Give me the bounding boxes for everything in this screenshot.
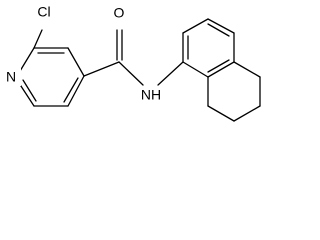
structure-canvas: Cl O N NH — [3, 3, 261, 122]
double-bond-c6-n1 — [22, 79, 37, 102]
bond-s3 — [233, 105, 261, 122]
benzene-ring — [182, 18, 235, 78]
bond-a5-a6 — [207, 61, 235, 78]
bond-a6-a1 — [182, 61, 209, 78]
bond-a2-a3 — [182, 18, 209, 34]
bond-s2 — [207, 105, 235, 122]
o-label-bg — [111, 4, 127, 22]
cl-label-bg — [33, 3, 55, 21]
bond-c3-carbonyl — [83, 61, 120, 77]
pyridine-ring — [16, 47, 85, 107]
nh-label-bg — [139, 86, 163, 104]
bond-c2-cl — [33, 29, 43, 49]
saturated-ring — [207, 61, 261, 122]
bond-n-aryl — [157, 61, 184, 86]
amide-nh-label: NH — [141, 87, 161, 103]
bond-c4-c5 — [67, 75, 85, 107]
pyridine-nitrogen-label: N — [6, 69, 16, 85]
chlorine-label: Cl — [37, 4, 50, 20]
double-bond-a5-a6 — [207, 59, 230, 73]
molecule-structure: Cl O N NH — [3, 3, 261, 122]
bond-s5 — [233, 61, 261, 78]
n-ring-label-bg — [3, 68, 21, 86]
oxygen-label: O — [114, 5, 125, 21]
bond-a3-a4 — [207, 18, 235, 34]
double-bond-a3-a4 — [207, 23, 230, 37]
bond-c3-c4 — [67, 47, 85, 77]
bond-carbonyl-n — [118, 61, 144, 86]
double-bond-c4-c5 — [63, 77, 79, 103]
